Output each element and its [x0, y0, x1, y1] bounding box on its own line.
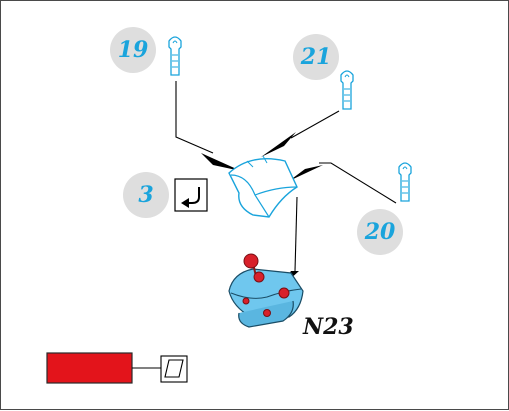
legend-color-swatch [46, 352, 133, 384]
screw-part-icon [168, 36, 182, 76]
callout-20: 20 [357, 209, 403, 255]
part-label: N23 [303, 314, 354, 340]
parallelogram-icon [160, 355, 188, 383]
screw-part-icon [340, 70, 354, 110]
arrowhead [289, 165, 323, 181]
screw-part-icon [398, 162, 412, 202]
callout-21: 21 [293, 34, 339, 80]
bracket-part-icon [228, 155, 298, 218]
control-lever-assembly-icon [228, 253, 304, 328]
callout-3: 3 [123, 172, 169, 218]
callout-19: 19 [110, 27, 156, 73]
arrowhead [261, 132, 296, 157]
arrowhead [201, 153, 241, 171]
curved-arrow-icon [174, 178, 208, 212]
